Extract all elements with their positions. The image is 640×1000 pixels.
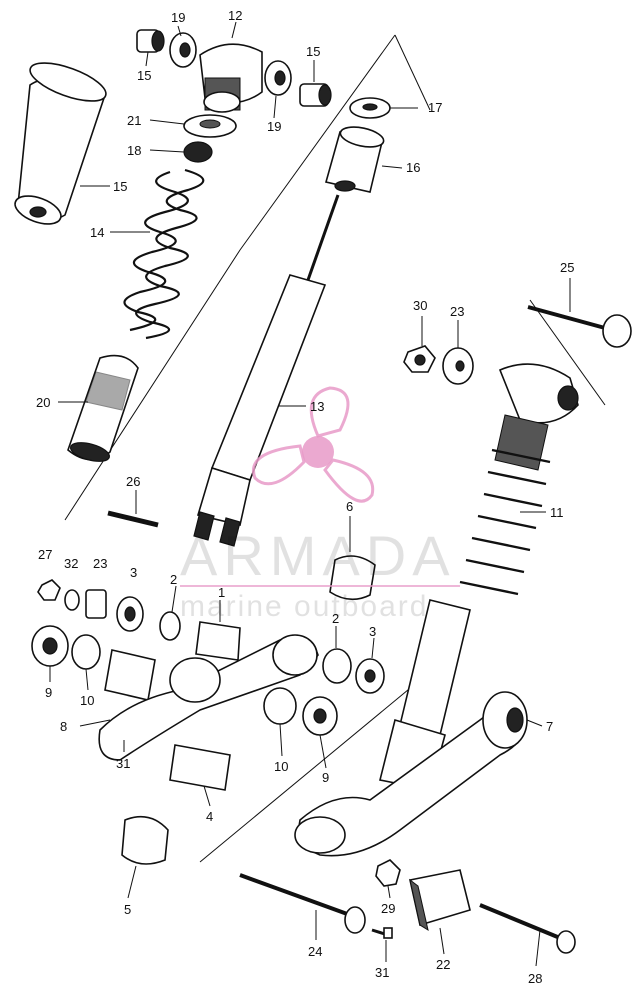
label-29: 29 <box>381 901 395 916</box>
label-23: 23 <box>450 304 464 319</box>
label-7: 7 <box>546 719 553 734</box>
label-31: 31 <box>375 965 389 980</box>
propeller-blade-icon <box>323 458 375 503</box>
group-outline-lines <box>64 34 606 863</box>
part-10-seal-a <box>71 634 101 670</box>
part-10-seal-b <box>263 687 297 725</box>
label-25: 25 <box>560 260 574 275</box>
watermark-brand: ARMADA <box>180 524 456 587</box>
part-15-rubber-cover <box>14 62 107 225</box>
part-1-bushing <box>195 621 241 661</box>
part-25-bolt <box>527 305 632 348</box>
label-15: 15 <box>306 44 320 59</box>
watermark-logo: ARMADA marine outboard <box>180 386 460 623</box>
part-2-collar-a <box>159 611 181 641</box>
part-3-collar-a <box>116 596 144 632</box>
part-16-stopper <box>325 126 385 193</box>
part-3-collar-b <box>355 658 385 694</box>
part-15-bushing-a <box>136 29 165 53</box>
part-18-lock-nut <box>183 141 213 163</box>
watermark-tagline: marine outboard <box>180 590 428 623</box>
part-7-lower-arm <box>294 691 528 857</box>
part-6-bushing <box>329 555 376 601</box>
label-9: 9 <box>45 685 52 700</box>
propeller-hub-icon <box>302 436 334 468</box>
part-5-collar <box>121 815 169 865</box>
part-12-top-eye <box>199 43 263 113</box>
label-5: 5 <box>124 902 131 917</box>
part-27-nut <box>37 579 61 601</box>
part-13-damper <box>193 194 340 547</box>
label-19: 19 <box>171 10 185 25</box>
label-6: 6 <box>346 499 353 514</box>
label-18: 18 <box>127 143 141 158</box>
label-14: 14 <box>90 225 104 240</box>
label-22: 22 <box>436 957 450 972</box>
label-4: 4 <box>206 809 213 824</box>
propeller-blade-icon <box>252 444 306 486</box>
part-19-washer-b <box>264 60 292 96</box>
part-9-dust-seal-b <box>302 696 338 736</box>
propeller-blade-icon <box>309 386 350 438</box>
part-22-bracket <box>409 869 471 932</box>
part-19-washer-a <box>169 32 197 68</box>
label-16: 16 <box>406 160 420 175</box>
label-10: 10 <box>274 759 288 774</box>
part-4-lower-arm-left <box>98 634 319 791</box>
label-27: 27 <box>38 547 52 562</box>
part-31-bolt-small <box>371 927 393 939</box>
label-17: 17 <box>428 100 442 115</box>
part-20-rubber-boot <box>67 354 139 462</box>
part-26-pin <box>107 510 159 528</box>
label-3: 3 <box>130 565 137 580</box>
leader-lines <box>49 21 571 967</box>
part-2-collar-b <box>322 648 352 684</box>
label-2: 2 <box>170 572 177 587</box>
part-8-swing-arm-bush <box>104 649 156 701</box>
label-21: 21 <box>127 113 141 128</box>
label-24: 24 <box>308 944 322 959</box>
label-23: 23 <box>93 556 107 571</box>
label-19: 19 <box>267 119 281 134</box>
label-26: 26 <box>126 474 140 489</box>
label-2: 2 <box>332 611 339 626</box>
label-32: 32 <box>64 556 78 571</box>
part-29-nut <box>375 859 401 887</box>
part-32-washer <box>64 589 80 611</box>
part-21-spring-seat <box>183 114 237 138</box>
part-30-nut <box>403 345 436 373</box>
label-15: 15 <box>137 68 151 83</box>
part-14-spring <box>123 168 205 340</box>
part-9-dust-seal-a <box>31 625 69 667</box>
label-3: 3 <box>369 624 376 639</box>
label-1: 1 <box>218 585 225 600</box>
part-11-shock-assembly <box>379 363 579 791</box>
label-9: 9 <box>322 770 329 785</box>
part-labels: 19 12 15 15 19 17 21 18 16 15 14 25 30 2… <box>36 8 574 986</box>
label-31: 31 <box>116 756 130 771</box>
part-23-washer-left <box>85 589 107 619</box>
label-20: 20 <box>36 395 50 410</box>
label-28: 28 <box>528 971 542 986</box>
label-13: 13 <box>310 399 324 414</box>
label-15: 15 <box>113 179 127 194</box>
part-17-washer <box>349 97 391 119</box>
label-30: 30 <box>413 298 427 313</box>
label-11: 11 <box>550 505 564 520</box>
label-10: 10 <box>80 693 94 708</box>
part-24-long-bolt <box>239 873 366 934</box>
part-28-bolt <box>479 903 576 954</box>
label-12: 12 <box>228 8 242 23</box>
part-15-bushing-b <box>299 83 332 107</box>
part-23-washer-right <box>442 347 474 385</box>
label-8: 8 <box>60 719 67 734</box>
